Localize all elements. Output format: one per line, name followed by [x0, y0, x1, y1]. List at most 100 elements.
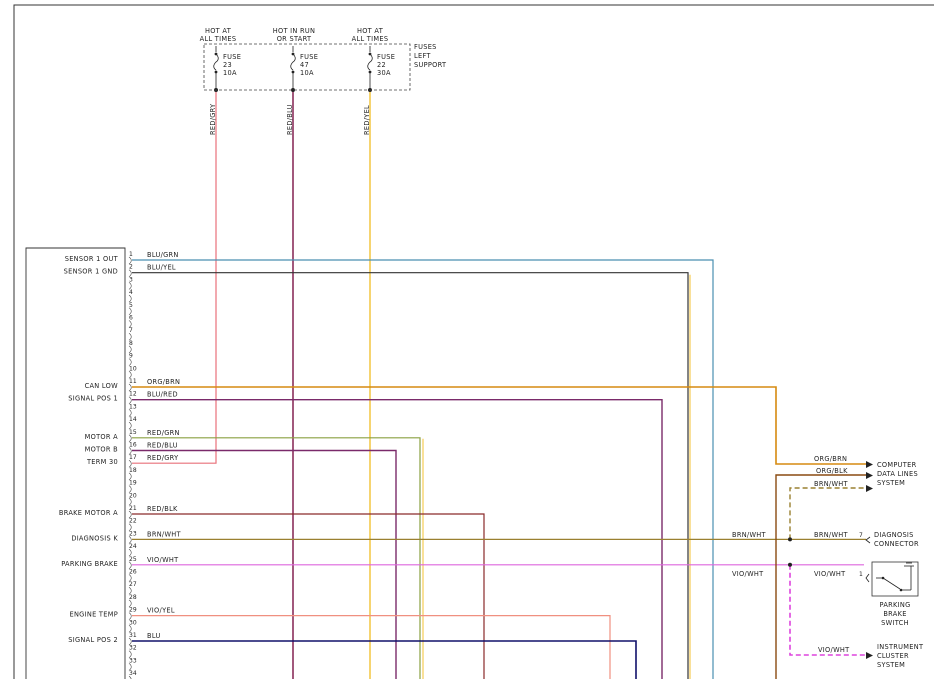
pin-number: 26	[129, 569, 137, 576]
park-pin: 1	[859, 571, 863, 578]
pin-label: SENSOR 1 GND	[64, 268, 118, 276]
pin-number: 31	[129, 632, 137, 639]
splice-dot	[788, 537, 792, 542]
switch-icon	[876, 562, 914, 592]
pin-number: 27	[129, 581, 137, 588]
module-pin-28: 28	[128, 594, 137, 608]
fuse-3-label-1: FUSE	[377, 53, 395, 61]
fuse-box-label-1: FUSES	[414, 43, 437, 51]
pin-contact-icon	[128, 650, 132, 658]
pin-number: 5	[129, 302, 133, 309]
cdl-label-3: SYSTEM	[877, 479, 905, 487]
wire-vio-wht-dashed	[789, 564, 866, 656]
pin-wire-label: BRN/WHT	[147, 530, 182, 538]
pin-number: 14	[129, 416, 137, 423]
pin-contact-icon	[128, 396, 132, 404]
cluster-label-3: SYSTEM	[877, 661, 905, 669]
pin-contact-icon	[128, 498, 132, 506]
pin-contact-icon	[128, 282, 132, 290]
cdl-wire-orgbrn: ORG/BRN	[814, 455, 847, 463]
pin-contact-icon	[128, 434, 132, 443]
fuse-symbol-2	[290, 46, 296, 90]
pin-number: 20	[129, 492, 137, 499]
pin-label: SIGNAL POS 2	[68, 636, 118, 644]
pin-number: 6	[129, 315, 133, 322]
pin-number: 23	[129, 530, 137, 537]
module-pin-30: 30	[128, 619, 137, 633]
module-pin-13: 13	[128, 403, 137, 417]
pin-label: DIAGNOSIS K	[71, 534, 118, 542]
pin-wire-label: BLU	[147, 632, 161, 640]
module-pin-26: 26	[128, 569, 137, 582]
pin-contact-icon	[128, 536, 132, 544]
pin-label: CAN LOW	[85, 382, 119, 390]
pin-wire-label: RED/GRY	[147, 454, 179, 462]
pin-contact-icon	[128, 523, 132, 531]
module-pin-7: 7	[128, 327, 133, 341]
fuse-3-label-2: 22	[377, 61, 386, 69]
pin-label: SENSOR 1 OUT	[65, 255, 119, 263]
pin-wire-label: BLU/GRN	[147, 251, 179, 259]
diag-pin: 7	[859, 532, 863, 539]
module-pin-33: 33	[128, 657, 137, 671]
fuse-2-label-1: FUSE	[300, 53, 318, 61]
pin-contact-icon	[128, 485, 132, 493]
pin-number: 25	[129, 556, 137, 563]
pin-contact-icon	[128, 383, 132, 392]
pin-label: TERM 30	[86, 458, 118, 466]
module-pin-32: 32	[128, 645, 137, 658]
park-wire-right: VIO/WHT	[814, 570, 846, 578]
cluster-label-2: CLUSTER	[877, 652, 909, 660]
pin-contact-icon	[128, 612, 132, 620]
pin-label: ENGINE TEMP	[69, 611, 118, 619]
fuse-47: HOT IN RUN OR START FUSE 47 10A	[273, 27, 318, 90]
module-pin-19: 19	[128, 480, 137, 493]
fuse-1-label-3: 10A	[223, 69, 237, 77]
fuse-symbol-1	[213, 46, 219, 90]
pin-contact-icon	[128, 256, 132, 265]
cdl-label-2: DATA LINES	[877, 470, 918, 478]
pin-number: 10	[129, 365, 137, 372]
fuse-1-label-1: FUSE	[223, 53, 241, 61]
computer-data-lines-group: ORG/BRN ORG/BLK BRN/WHT COMPUTER DATA LI…	[814, 455, 918, 492]
pin-contact-icon	[128, 459, 132, 468]
arrow-icon	[866, 652, 873, 659]
diagram-border	[13, 4, 934, 679]
pin-contact-icon	[128, 675, 132, 679]
fuse-terminal-1a	[214, 52, 218, 56]
pin-contact-icon	[128, 358, 132, 366]
pin-wire-label: BLU/RED	[147, 391, 178, 399]
pin-number: 17	[129, 454, 137, 461]
pin-number: 24	[129, 543, 137, 550]
pin-number: 34	[129, 670, 137, 677]
pin-wire-label: RED/BLK	[147, 505, 178, 513]
pin-number: 15	[129, 429, 137, 436]
feed-1-heading-2: ALL TIMES	[200, 35, 237, 43]
pin-number: 4	[129, 289, 133, 296]
pin-contact-icon	[128, 561, 132, 570]
fuse-symbol-3	[367, 46, 373, 90]
wire-pin11	[132, 386, 866, 465]
wires-layer	[132, 88, 866, 679]
pin-contact-icon	[128, 663, 132, 671]
pin-wire-label: ORG/BRN	[147, 378, 180, 386]
fuse-terminal-1b	[214, 70, 218, 74]
module-pin-22: 22	[128, 518, 137, 531]
module-pin-24: 24	[128, 543, 137, 557]
pin-contact-icon	[128, 345, 132, 354]
wire-pin15	[132, 437, 421, 679]
feed-3-wire-label: RED/YEL	[363, 105, 371, 135]
feed-1-heading-1: HOT AT	[205, 27, 232, 35]
connector-chevron-icon	[865, 536, 871, 544]
diag-label-1: DIAGNOSIS	[874, 531, 914, 539]
pin-contact-icon	[128, 625, 132, 633]
module-pin-6: 6	[128, 315, 133, 328]
